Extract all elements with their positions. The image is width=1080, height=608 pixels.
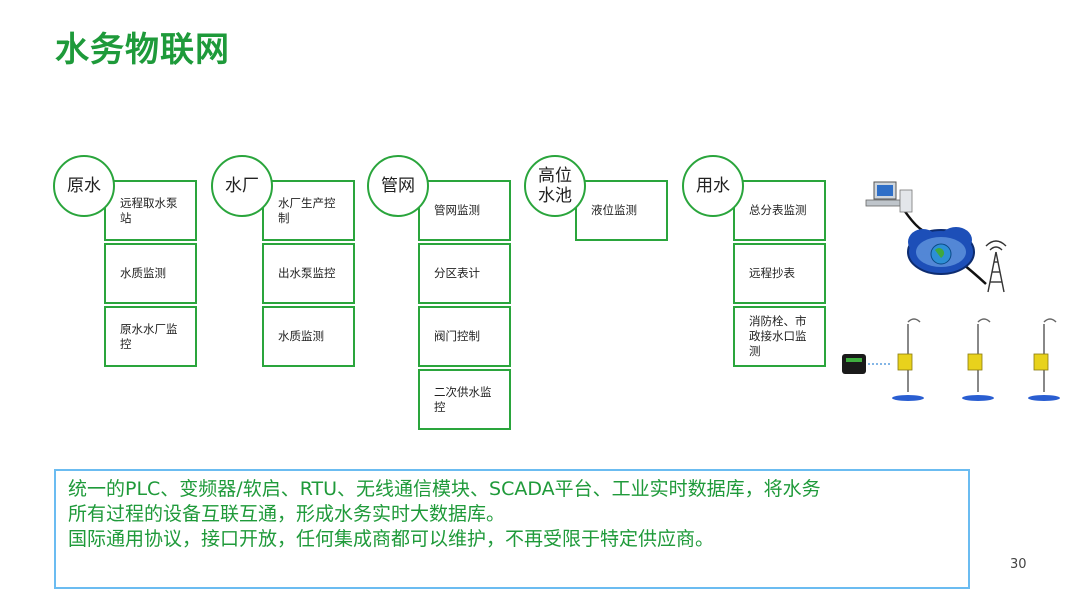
item-box: 分区表计: [418, 243, 511, 304]
circle-water-use: 用水: [682, 155, 744, 217]
note-line: 统一的PLC、变频器/软启、RTU、无线通信模块、SCADA平台、工业实时数据库…: [68, 478, 821, 500]
iot-network-illustration: [842, 181, 1060, 401]
page-title: 水务物联网: [55, 30, 230, 70]
item-box: 管网监测: [418, 180, 511, 241]
item-box: 原水水厂监控: [104, 306, 197, 367]
computer-icon: [865, 181, 913, 213]
note-line: 所有过程的设备互联互通，形成水务实时大数据库。: [68, 503, 506, 525]
gateway-device-icon: [842, 354, 890, 374]
item-box: 消防栓、市政接水口监测: [733, 306, 826, 367]
circle-raw-water: 原水: [53, 155, 115, 217]
item-box: 水厂生产控制: [262, 180, 355, 241]
item-box: 出水泵监控: [262, 243, 355, 304]
item-box: 二次供水监控: [418, 369, 511, 430]
page-number: 30: [1010, 557, 1027, 572]
item-box: 水质监测: [104, 243, 197, 304]
summary-note: 统一的PLC、变频器/软启、RTU、无线通信模块、SCADA平台、工业实时数据库…: [54, 469, 970, 589]
item-box: 水质监测: [262, 306, 355, 367]
cloud-globe-icon: [907, 227, 975, 275]
item-box: 远程抄表: [733, 243, 826, 304]
item-box: 液位监测: [575, 180, 668, 241]
note-line: 国际通用协议，接口开放，任何集成商都可以维护，不再受限于特定供应商。: [68, 528, 715, 550]
item-box: 阀门控制: [418, 306, 511, 367]
cell-tower-icon: [985, 240, 1007, 293]
item-box: 远程取水泵站: [104, 180, 197, 241]
circle-water-plant: 水厂: [211, 155, 273, 217]
circle-pipe-network: 管网: [367, 155, 429, 217]
item-box: 总分表监测: [733, 180, 826, 241]
circle-reservoir: 高位 水池: [524, 155, 586, 217]
monitoring-station-icon: [892, 318, 1060, 401]
